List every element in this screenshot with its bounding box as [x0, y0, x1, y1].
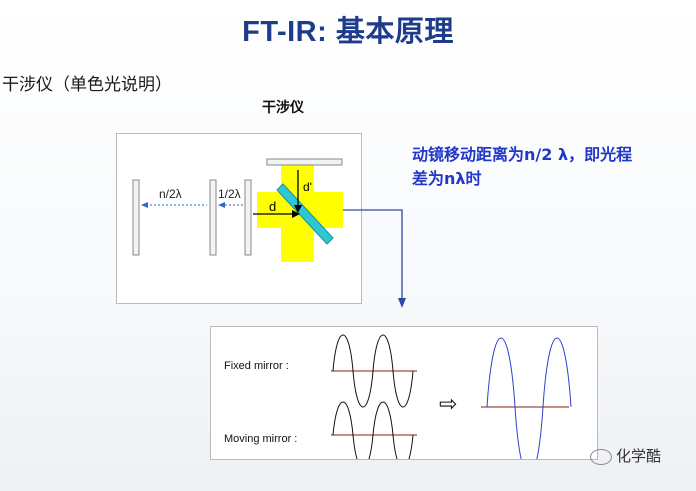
mirror-position-n	[132, 179, 140, 256]
n2-label: n/2λ	[159, 187, 182, 201]
connector-arrow	[343, 209, 406, 308]
diagram-label: 干涉仪	[262, 100, 304, 116]
half-arrow-icon	[218, 202, 225, 208]
watermark: 化学酷	[590, 445, 661, 466]
subtitle: 干涉仪（单色光说明）	[2, 75, 172, 95]
n2-arrow-icon	[141, 202, 148, 208]
fixed-mirror	[266, 158, 343, 166]
beam-splitter	[276, 183, 334, 245]
moving-mirror	[244, 179, 252, 256]
result-wave	[486, 337, 572, 459]
fixed-mirror-label: Fixed mirror :	[224, 360, 289, 372]
dprime-arrow-icon	[294, 205, 302, 213]
connector-line	[343, 209, 403, 300]
chat-icon	[590, 448, 612, 465]
combine-arrow-icon: ⇨	[439, 391, 457, 416]
mirror-position-half	[209, 179, 217, 256]
moving-mirror-label: Moving mirror :	[224, 433, 298, 445]
wave-panel: Fixed mirror : Moving mirror : ⇨	[210, 326, 598, 460]
connector-arrow-icon	[398, 298, 406, 308]
fixed-wave	[332, 334, 414, 408]
note-line-2: 差为nλ时	[412, 169, 482, 188]
d-label: d	[269, 199, 276, 214]
wave-diagram: ⇨	[331, 334, 572, 459]
watermark-text: 化学酷	[616, 447, 662, 465]
page-title: FT-IR: 基本原理	[242, 16, 454, 48]
d-arrow-icon	[292, 210, 300, 218]
note-line-1: 动镜移动距离为n/2 λ，即光程	[412, 145, 633, 164]
interferometer-panel: n/2λ 1/2λ d d'	[116, 133, 362, 304]
half-label: 1/2λ	[218, 187, 241, 201]
dprime-label: d'	[303, 180, 312, 194]
moving-wave	[332, 401, 414, 459]
path-difference-note: 动镜移动距离为n/2 λ，即光程 差为nλ时	[412, 143, 696, 191]
interferometer-diagram: n/2λ 1/2λ d d'	[132, 158, 343, 262]
